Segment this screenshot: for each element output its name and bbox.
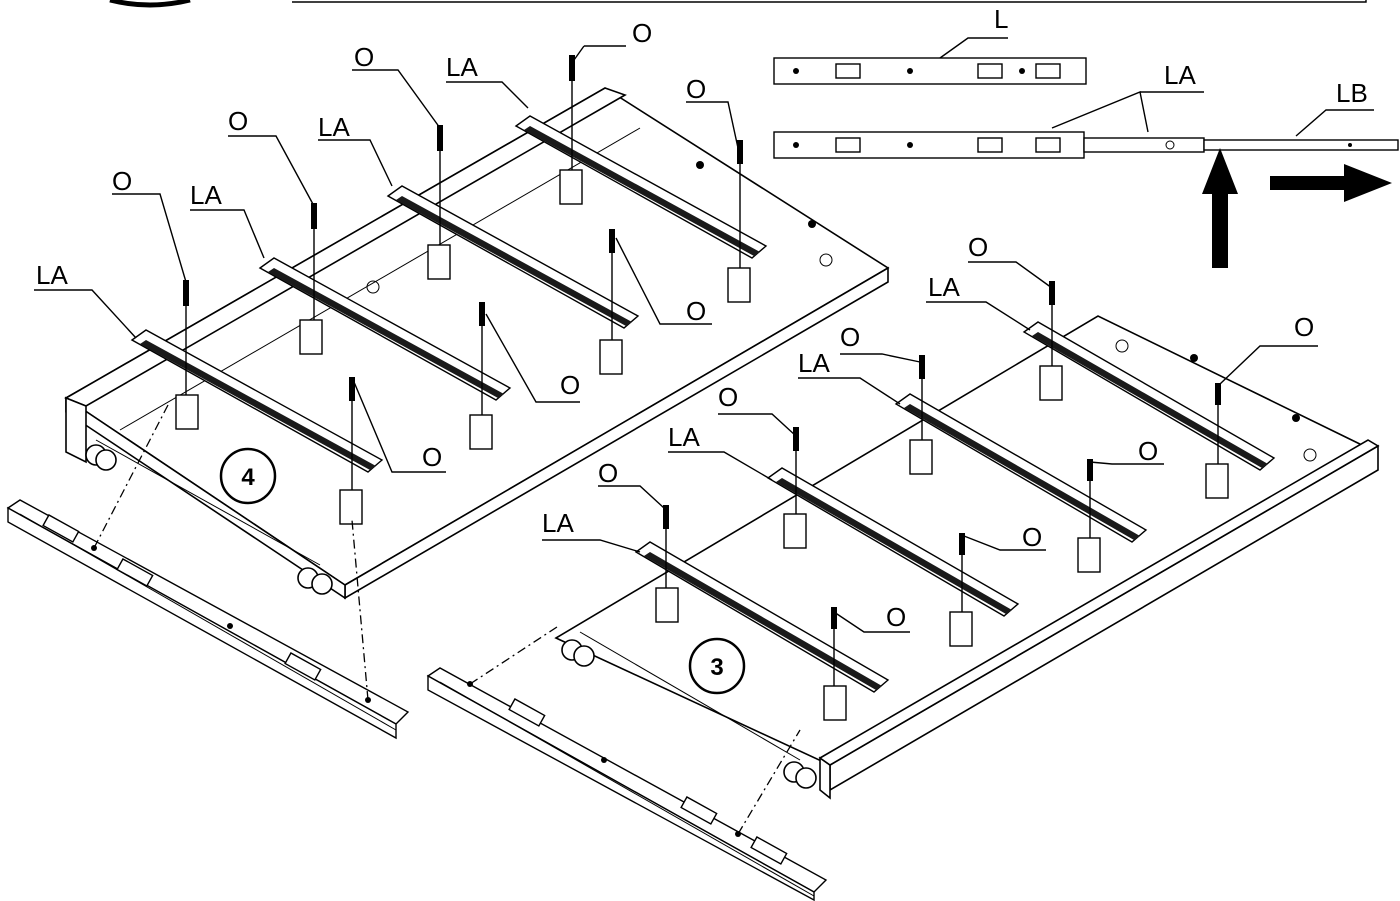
label-r-la4: LA <box>542 508 574 538</box>
rail-la-right-3 <box>894 393 1148 543</box>
label-r-o1: O <box>968 232 988 262</box>
label-r-o7: O <box>1022 522 1042 552</box>
callout-leaders <box>34 45 1318 633</box>
label-third-la: LA <box>190 180 222 210</box>
label-r-o8: O <box>886 602 906 632</box>
align-line-right-1 <box>469 624 561 685</box>
step-4-badge: 4 <box>219 447 277 505</box>
step-3-number: 3 <box>710 654 723 681</box>
rail-la-left-4 <box>514 115 768 259</box>
rail-lb-extended <box>1203 139 1399 151</box>
label-r-o3: O <box>840 322 860 352</box>
label-fourth-o: O <box>112 166 132 196</box>
screws-right <box>663 281 1221 686</box>
label-top-right-o: O <box>686 74 706 104</box>
rail-la-right-2 <box>766 467 1020 617</box>
label-r-o6: O <box>598 458 618 488</box>
rail-la-right-1 <box>634 541 890 693</box>
rail-l-closed <box>773 57 1087 85</box>
step-3-badge: 3 <box>688 637 746 695</box>
header-frame <box>109 0 1367 8</box>
label-r-o5: O <box>1138 436 1158 466</box>
align-line-left-2 <box>351 519 369 701</box>
label-top-o: O <box>632 18 652 48</box>
screws-left <box>183 55 743 490</box>
align-line-left-1 <box>93 404 169 549</box>
rail-detail <box>773 37 1399 268</box>
rail-la-right-4 <box>1022 321 1276 471</box>
right-panel-assembly <box>554 281 1380 800</box>
rail-la-left-3 <box>386 185 640 329</box>
slide-arrow-right <box>1270 164 1392 202</box>
label-r-la3: LA <box>668 422 700 452</box>
label-r-o2: O <box>1294 312 1314 342</box>
label-rail-l: L <box>994 4 1008 34</box>
label-r-la2: LA <box>798 348 830 378</box>
label-third-o: O <box>228 106 248 136</box>
push-arrow-up <box>1202 148 1238 268</box>
support-blocks-right <box>655 365 1229 721</box>
rail-la-left-1 <box>130 329 384 473</box>
label-rail-la: LA <box>1164 60 1196 90</box>
rail-la-extended <box>773 131 1085 159</box>
loose-rail-right <box>426 667 828 901</box>
label-second-la: LA <box>318 112 350 142</box>
align-line-right-2 <box>737 729 801 835</box>
label-mid-o3: O <box>422 442 442 472</box>
label-rail-lb: LB <box>1336 78 1368 108</box>
label-top-la: LA <box>446 52 478 82</box>
label-fourth-la: LA <box>36 260 68 290</box>
support-blocks-left <box>175 169 751 525</box>
label-second-o: O <box>354 42 374 72</box>
rail-la-left-2 <box>258 257 512 401</box>
loose-rail-left <box>6 499 410 740</box>
label-mid-o1: O <box>686 296 706 326</box>
step-4-number: 4 <box>241 464 255 491</box>
label-r-o4: O <box>718 382 738 412</box>
callout-labels: O O LA O LA O LA O LA O O O O LA O O LA … <box>36 4 1368 632</box>
label-r-la1: LA <box>928 272 960 302</box>
label-mid-o2: O <box>560 370 580 400</box>
